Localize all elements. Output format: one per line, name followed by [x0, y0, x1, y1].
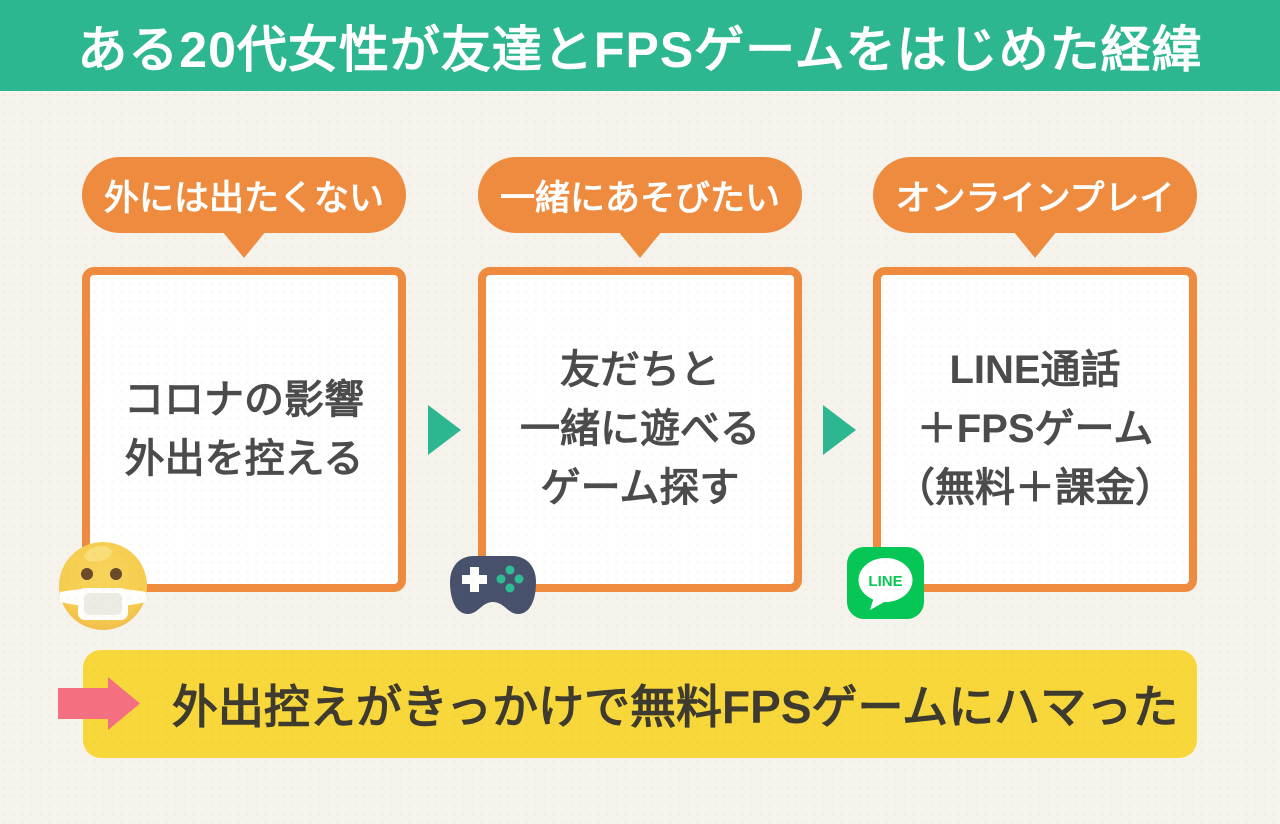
- speech-bubble-step2: 一緒にあそびたい: [478, 157, 802, 258]
- step-box-line: ゲーム探す: [540, 466, 740, 510]
- step-box-line: ＋FPSゲーム: [916, 407, 1154, 451]
- step-box-line: LINE通話: [949, 348, 1121, 392]
- flow-arrow-icon: [823, 405, 856, 455]
- game-controller-icon: [450, 556, 536, 614]
- step-box-line: 友だちと: [560, 348, 720, 392]
- step-box-line: （無料＋課金）: [895, 466, 1175, 510]
- step-box-stay-home: コロナの影響 外出を控える: [82, 267, 406, 592]
- speech-bubble-step1: 外には出たくない: [82, 157, 406, 258]
- speech-bubble-tail: [618, 231, 662, 258]
- step-box-find-game: 友だちと 一緒に遊べる ゲーム探す: [478, 267, 802, 592]
- step-box-line: 外出を控える: [124, 436, 364, 481]
- conclusion-arrow-icon: [58, 677, 140, 730]
- step-box-line: 一緒に遊べる: [520, 407, 760, 451]
- line-app-icon: LINE: [847, 547, 924, 619]
- speech-bubble-step3: オンラインプレイ: [873, 157, 1197, 258]
- conclusion-banner: 外出控えがきっかけで無料FPSゲームにハマった: [83, 650, 1197, 758]
- speech-bubble-label: オンラインプレイ: [895, 178, 1175, 218]
- line-icon-label: LINE: [868, 573, 902, 590]
- speech-bubble-label: 一緒にあそびたい: [499, 178, 780, 218]
- step-box-line: コロナの影響: [124, 377, 364, 422]
- step-box-line-fps: LINE通話 ＋FPSゲーム （無料＋課金）: [873, 267, 1197, 592]
- mask-face-icon: [59, 542, 147, 630]
- flow-arrow-icon: [428, 405, 461, 455]
- conclusion-text: 外出控えがきっかけで無料FPSゲームにハマった: [171, 681, 1179, 733]
- speech-bubble-tail: [222, 231, 266, 258]
- header-bar: ある20代女性が友達とFPSゲームをはじめた経緯: [0, 0, 1280, 91]
- speech-bubble-tail: [1013, 231, 1057, 258]
- page-title: ある20代女性が友達とFPSゲームをはじめた経緯: [77, 21, 1203, 78]
- speech-bubble-label: 外には出たくない: [103, 178, 384, 218]
